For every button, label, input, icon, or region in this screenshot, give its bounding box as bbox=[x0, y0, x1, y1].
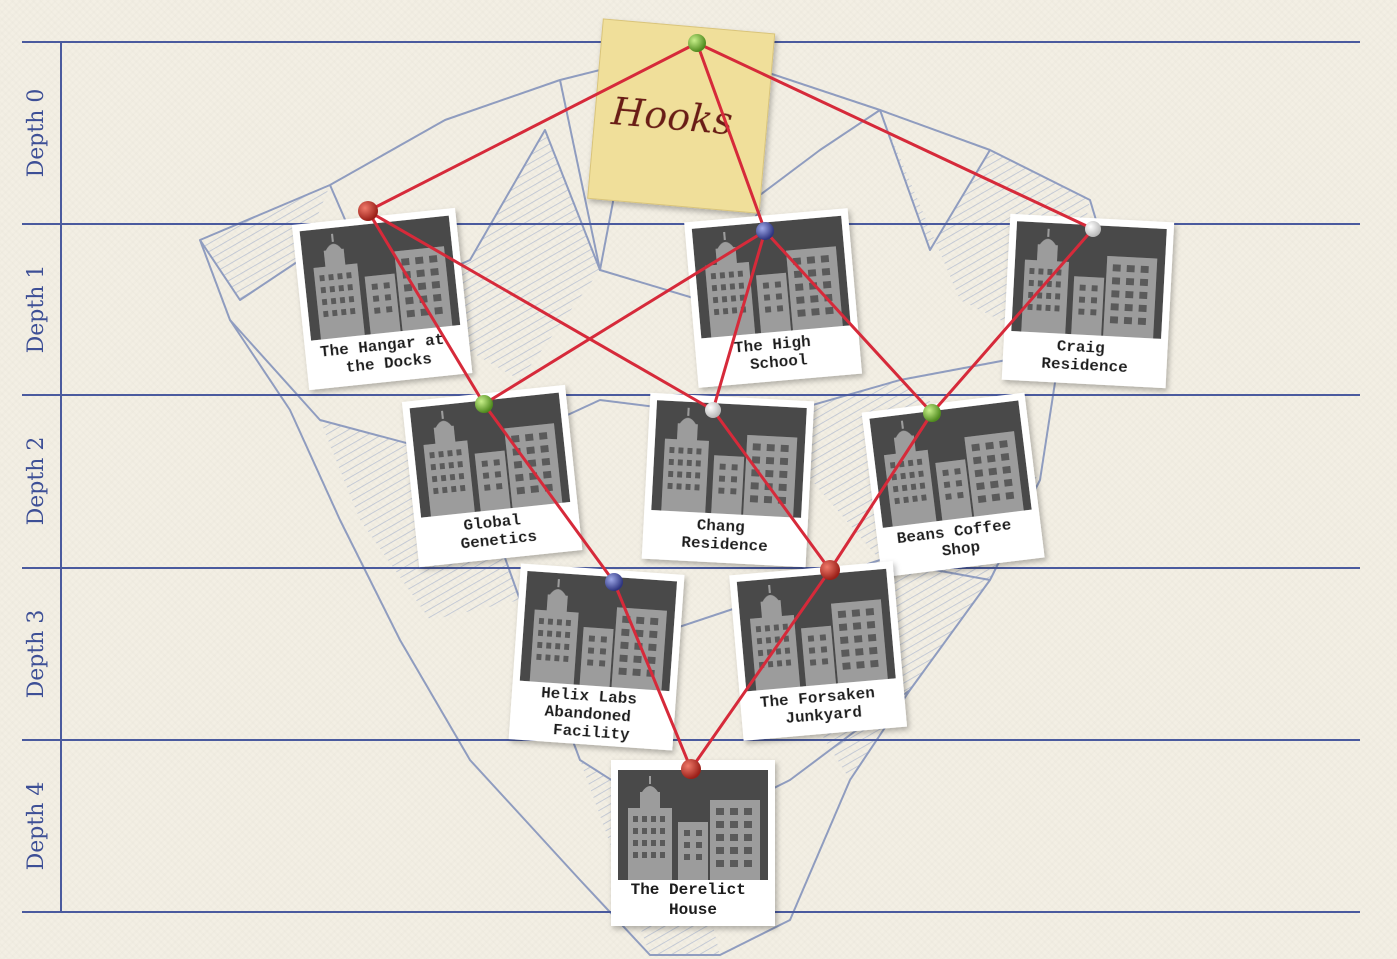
red-pin-icon bbox=[358, 201, 378, 221]
green-pin-icon bbox=[923, 404, 941, 422]
photo-card-derelict-house[interactable]: The Derelict House bbox=[611, 760, 775, 926]
red-pin-icon bbox=[681, 759, 701, 779]
photo-card-chang-residence[interactable]: Chang Residence bbox=[642, 393, 814, 567]
green-pin-icon bbox=[688, 34, 706, 52]
blue-pin-icon bbox=[756, 222, 774, 240]
photo-card-helix-labs[interactable]: Helix Labs Abandoned Facility bbox=[509, 563, 685, 750]
depth-label-0: Depth 0 bbox=[24, 89, 49, 178]
photo-card-beans-coffee-shop[interactable]: Beans Coffee Shop bbox=[862, 393, 1045, 578]
photo-card-global-genetics[interactable]: Global Genetics bbox=[402, 385, 582, 567]
photo-card-craig-residence[interactable]: Craig Residence bbox=[1002, 214, 1174, 388]
photo-card-high-school[interactable]: The High School bbox=[684, 208, 862, 388]
green-pin-icon bbox=[475, 395, 493, 413]
white-pin-icon bbox=[705, 402, 721, 418]
depth-label-4: Depth 4 bbox=[24, 782, 49, 871]
depth-label-3: Depth 3 bbox=[24, 610, 49, 699]
depth-label-2: Depth 2 bbox=[24, 437, 49, 526]
depth-label-1: Depth 1 bbox=[24, 265, 49, 354]
blue-pin-icon bbox=[605, 573, 623, 591]
red-pin-icon bbox=[820, 560, 840, 580]
white-pin-icon bbox=[1085, 221, 1101, 237]
